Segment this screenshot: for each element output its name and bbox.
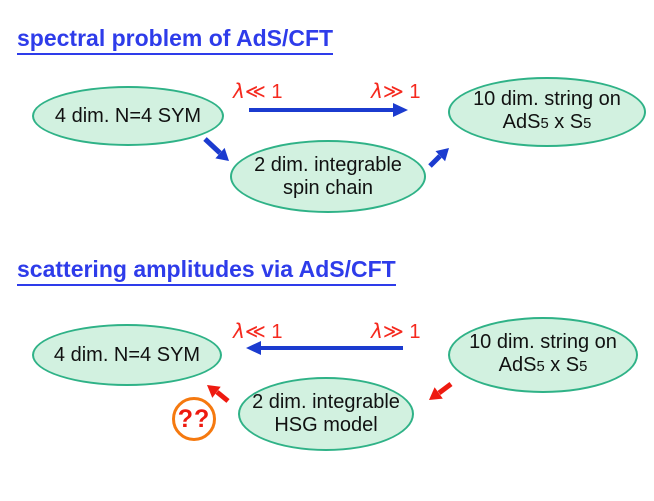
node-n4-sym-2: 4 dim. N=4 SYM: [32, 324, 222, 386]
strong-coupling-relation: ≫ 1: [382, 81, 421, 103]
question-mark-text: ??: [177, 404, 211, 433]
node-n4-sym-2-label: 4 dim. N=4 SYM: [53, 343, 201, 366]
weak-coupling-relation: ≪ 1: [244, 81, 283, 103]
lambda-symbol: λ: [233, 319, 245, 343]
node-hsg-model: 2 dim. integrable HSG model: [238, 377, 414, 451]
s-subscript: 5: [583, 116, 592, 132]
lambda-symbol: λ: [233, 79, 245, 103]
strong-coupling-label-2: λ≫ 1: [371, 319, 420, 344]
arrow-up-left-red-icon: [207, 385, 230, 403]
strong-coupling-label-1: λ≫ 1: [371, 79, 420, 104]
mid1-line2: spin chain: [282, 176, 374, 199]
cross-s-text: x S: [544, 354, 580, 376]
ads-text: AdS: [498, 354, 537, 376]
node-n4-sym-1: 4 dim. N=4 SYM: [32, 86, 224, 146]
node-string-1-label: 10 dim. string on AdS5 x S5: [473, 88, 621, 136]
mid2-line1: 2 dim. integrable: [252, 391, 400, 413]
arrow-right-coupling-icon: [249, 103, 408, 117]
weak-coupling-relation: ≪ 1: [244, 321, 283, 343]
node-n4-sym-1-label: 4 dim. N=4 SYM: [54, 104, 202, 127]
weak-coupling-label-2: λ≪ 1: [233, 319, 282, 344]
cross-s-text: x S: [548, 111, 584, 133]
ads-subscript: 5: [540, 116, 549, 132]
section1-heading: spectral problem of AdS/CFT: [17, 25, 334, 55]
ads-subscript: 5: [536, 359, 545, 375]
ads-text: AdS: [502, 111, 541, 133]
string-line1: 10 dim. string on: [469, 331, 617, 353]
section2-heading: scattering amplitudes via AdS/CFT: [17, 256, 396, 286]
lambda-symbol: λ: [371, 79, 383, 103]
node-string-2-label: 10 dim. string on AdS5 x S5: [469, 331, 617, 379]
weak-coupling-label-1: λ≪ 1: [233, 79, 282, 104]
arrow-up-right-icon: [428, 148, 449, 168]
string-line1: 10 dim. string on: [473, 88, 621, 110]
lambda-symbol: λ: [371, 319, 383, 343]
arrow-down-right-icon: [203, 137, 229, 161]
node-string-2: 10 dim. string on AdS5 x S5: [448, 317, 638, 393]
mid1-line1: 2 dim. integrable: [254, 153, 402, 176]
node-spin-chain-label: 2 dim. integrable spin chain: [254, 154, 402, 200]
mid2-line2: HSG model: [274, 414, 378, 436]
node-hsg-model-label: 2 dim. integrable HSG model: [252, 391, 400, 437]
s-subscript: 5: [579, 359, 588, 375]
node-spin-chain: 2 dim. integrable spin chain: [230, 140, 426, 213]
strong-coupling-relation: ≫ 1: [382, 321, 421, 343]
node-string-1: 10 dim. string on AdS5 x S5: [448, 77, 646, 147]
arrow-down-left-red-icon: [429, 382, 453, 400]
question-mark-badge: ??: [172, 397, 216, 441]
